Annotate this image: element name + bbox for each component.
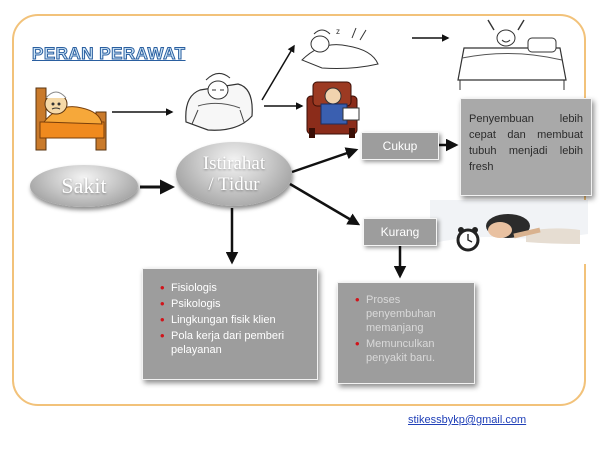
arrow-tired-to-sleeping xyxy=(261,44,295,101)
node-istirahat-line2: / Tidur xyxy=(208,174,260,195)
factors-list: Fisiologis Psikologis Lingkungan fisik k… xyxy=(157,281,309,357)
arrow-istirahat-to-kurang xyxy=(289,182,361,226)
refreshed-person-waking-illustration xyxy=(457,19,567,90)
node-istirahat-line1: Istirahat xyxy=(202,153,266,174)
node-istirahat-tidur: Istirahat / Tidur xyxy=(176,142,292,206)
factor-item: Psikologis xyxy=(160,297,309,311)
sleeping-sketch-illustration: z xyxy=(301,27,379,69)
footer-email-link[interactable]: stikessbykp@gmail.com xyxy=(408,414,527,426)
factor-item: Fisiologis xyxy=(160,281,309,295)
node-kurang: Kurang xyxy=(363,218,437,246)
effect-item: Proses penyembuhan memanjang xyxy=(355,293,466,335)
tired-person-sketch-illustration xyxy=(185,73,253,131)
svg-text:z: z xyxy=(336,27,340,36)
page-title: PERAN PERAWAT xyxy=(32,44,186,64)
node-sakit: Sakit xyxy=(30,165,138,207)
woman-sleeping-alarm-clock-photo xyxy=(430,200,588,264)
factor-item: Lingkungan fisik klien xyxy=(160,313,309,327)
factor-item: Pola kerja dari pemberi pelayanan xyxy=(160,329,309,357)
effects-list: Proses penyembuhan memanjang Memunculkan… xyxy=(352,293,466,365)
effect-item: Memunculkan penyakit baru. xyxy=(355,337,466,365)
result-box: Penyembuan lebih cepat dan membuat tubuh… xyxy=(460,98,592,196)
effects-box: Proses penyembuhan memanjang Memunculkan… xyxy=(337,282,475,384)
sick-person-in-bed-illustration xyxy=(35,87,107,151)
person-in-armchair-illustration xyxy=(306,81,360,138)
arrow-istirahat-to-cukup xyxy=(291,147,359,174)
node-cukup: Cukup xyxy=(361,132,439,160)
factors-box: Fisiologis Psikologis Lingkungan fisik k… xyxy=(142,268,318,380)
